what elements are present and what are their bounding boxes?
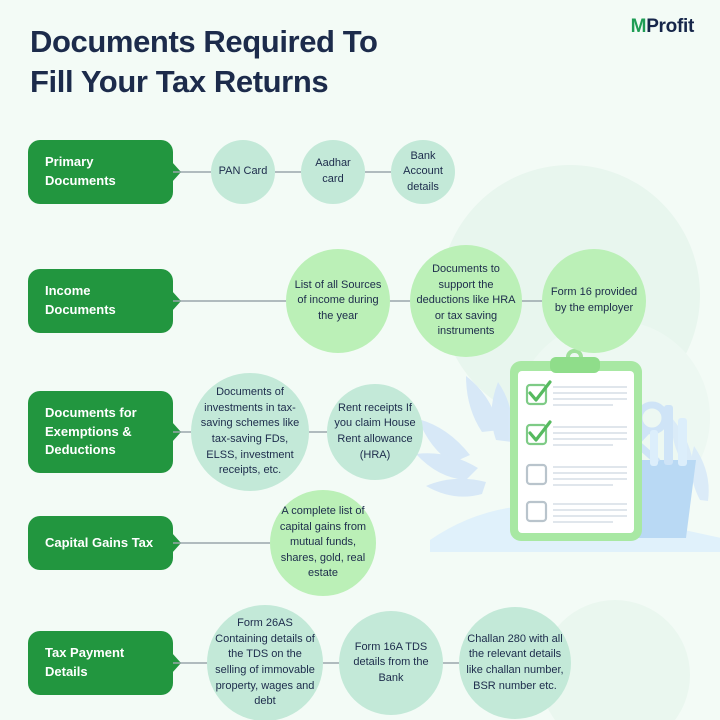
- bubble-aadhar-card[interactable]: Aadhar card: [301, 140, 365, 204]
- connector-line: [443, 662, 459, 664]
- bubble-text: Rent receipts If you claim House Rent al…: [334, 401, 416, 461]
- bubble-form-16a[interactable]: Form 16A TDS details from the Bank: [339, 611, 443, 715]
- row-label-exemptions-deductions[interactable]: Documents for Exemptions & Deductions: [28, 390, 173, 474]
- bubble-deduction-support-documents[interactable]: Documents to support the deductions like…: [410, 245, 522, 357]
- row-primary-documents: Primary Documents PAN Card Aadhar card B…: [28, 140, 455, 204]
- page-title-line-2: Fill Your Tax Returns: [30, 63, 329, 99]
- row-income-documents: Income Documents List of all Sources of …: [28, 245, 646, 357]
- row-label-text: Primary Documents: [45, 154, 116, 188]
- bubble-form-16[interactable]: Form 16 provided by the employer: [542, 249, 646, 353]
- bubble-income-sources[interactable]: List of all Sources of income during the…: [286, 249, 390, 353]
- bubble-text: Form 16 provided by the employer: [550, 286, 638, 314]
- logo-m-mark: M: [630, 16, 647, 37]
- checklist-clipboard-illustration: [455, 345, 720, 590]
- bubble-text: Form 26AS Containing details of the TDS …: [215, 617, 315, 708]
- row-label-text: Tax Payment Details: [45, 645, 125, 679]
- row-capital-gains-tax: Capital Gains Tax A complete list of cap…: [28, 490, 376, 596]
- bubble-text: Documents to support the deductions like…: [416, 262, 516, 338]
- bubble-text: Challan 280 with all the relevant detail…: [466, 632, 564, 692]
- connector-line: [173, 662, 207, 664]
- bubble-text: List of all Sources of income during the…: [294, 278, 382, 322]
- connector-line: [323, 662, 339, 664]
- bubble-tax-saving-investments[interactable]: Documents of investments in tax-saving s…: [191, 373, 309, 491]
- clipboard-icon: [510, 349, 642, 541]
- connector-line: [365, 171, 391, 173]
- connector-line: [275, 171, 301, 173]
- bubble-text: Bank Account details: [403, 149, 443, 193]
- connector-line: [173, 431, 191, 433]
- bubble-rent-receipts-hra[interactable]: Rent receipts If you claim House Rent al…: [327, 384, 423, 480]
- connector-line: [390, 300, 410, 302]
- bubble-form-26as[interactable]: Form 26AS Containing details of the TDS …: [207, 605, 323, 720]
- row-label-income-documents[interactable]: Income Documents: [28, 269, 173, 333]
- row-label-text: Capital Gains Tax: [45, 534, 154, 550]
- page-title-line-1: Documents Required To: [30, 24, 378, 59]
- row-tax-payment-details: Tax Payment Details Form 26AS Containing…: [28, 605, 571, 720]
- logo-wordmark: Profit: [646, 16, 694, 37]
- bubble-capital-gains-list[interactable]: A complete list of capital gains from mu…: [270, 490, 376, 596]
- row-label-tax-payment-details[interactable]: Tax Payment Details: [28, 631, 173, 695]
- bubble-text: Documents of investments in tax-saving s…: [200, 386, 300, 477]
- connector-line: [309, 431, 327, 433]
- bubble-text: Aadhar card: [315, 157, 351, 185]
- header: Documents Required To Fill Your Tax Retu…: [0, 0, 720, 110]
- bubble-bank-account-details[interactable]: Bank Account details: [391, 140, 455, 204]
- row-label-text: Income Documents: [45, 283, 116, 317]
- row-label-capital-gains-tax[interactable]: Capital Gains Tax: [28, 516, 173, 570]
- page-title: Documents Required To Fill Your Tax Retu…: [30, 22, 500, 101]
- bubble-text: Form 16A TDS details from the Bank: [353, 640, 429, 684]
- connector-line: [522, 300, 542, 302]
- row-label-text: Documents for Exemptions & Deductions: [45, 404, 137, 458]
- connector-line: [173, 171, 211, 173]
- row-exemptions-deductions: Documents for Exemptions & Deductions Do…: [28, 373, 423, 491]
- bubble-text: A complete list of capital gains from mu…: [279, 504, 367, 580]
- connector-line: [173, 300, 286, 302]
- row-label-primary-documents[interactable]: Primary Documents: [28, 140, 173, 204]
- bubble-pan-card[interactable]: PAN Card: [211, 140, 275, 204]
- bubble-challan-280[interactable]: Challan 280 with all the relevant detail…: [459, 607, 571, 719]
- connector-line: [173, 542, 270, 544]
- bubble-text: PAN Card: [218, 165, 268, 178]
